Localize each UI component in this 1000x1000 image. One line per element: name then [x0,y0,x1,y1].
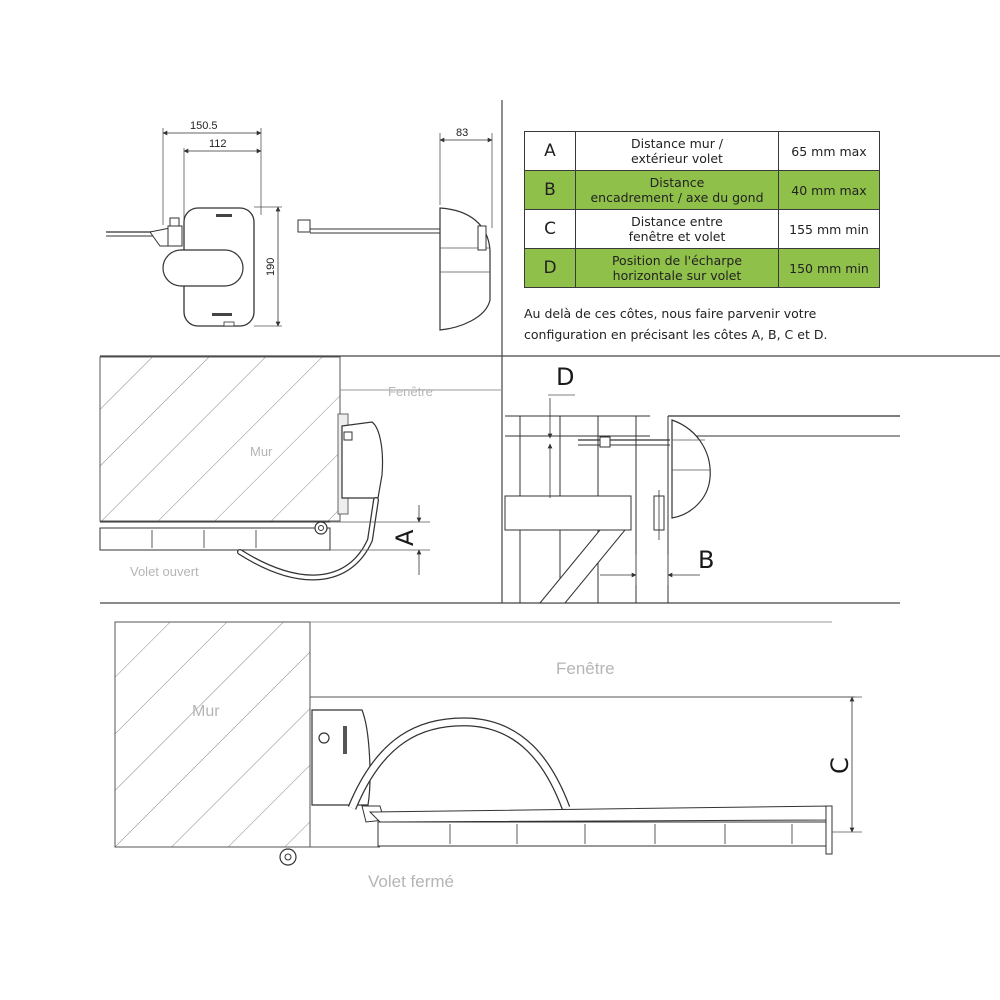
label-fenetre-bottom: Fenêtre [556,659,615,678]
table-row: A Distance mur /extérieur volet 65 mm ma… [524,131,880,171]
label-fenetre-top: Fenêtre [388,384,433,399]
label-mur-top: Mur [250,444,273,459]
front-view: 150.5 112 190 [106,120,282,327]
row-value: 150 mm min [778,248,880,288]
row-desc-line2: extérieur volet [631,151,723,166]
row-desc-line1: Position de l'écharpe [611,253,743,268]
configuration-note: Au delà de ces côtes, nous faire parveni… [524,303,904,345]
note-line1: Au delà de ces côtes, nous faire parveni… [524,306,817,321]
row-letter: A [524,131,576,171]
dim-depth: 83 [456,127,468,139]
letter-a: A [391,529,419,546]
label-mur-bottom: Mur [192,703,220,720]
dim-width-inner: 112 [209,138,227,150]
note-line2: configuration en précisant les côtes A, … [524,327,828,342]
closed-shutter-view: Mur Fenêtre Volet fermé C [114,621,862,891]
row-desc-line1: Distance [649,175,705,190]
dim-height: 190 [265,258,277,276]
row-value: 65 mm max [778,131,880,171]
letter-b: B [698,546,714,574]
row-letter: C [524,209,576,249]
row-letter: B [524,170,576,210]
row-desc-line2: fenêtre et volet [628,229,726,244]
row-desc-line1: Distance entre [631,214,723,229]
hinge-view: D B [504,363,900,604]
label-volet-ouvert: Volet ouvert [130,564,199,579]
row-value: 40 mm max [778,170,880,210]
row-value: 155 mm min [778,209,880,249]
label-volet-ferme: Volet fermé [368,872,454,891]
open-shutter-view: Mur Fenêtre A Volet ouvert [99,356,502,581]
spec-table: A Distance mur /extérieur volet 65 mm ma… [524,131,880,288]
row-desc-line1: Distance mur / [630,136,724,151]
letter-d: D [556,363,574,391]
row-letter: D [524,248,576,288]
row-description: Distance mur /extérieur volet [575,131,779,171]
side-view: 83 [297,127,493,331]
letter-c: C [826,757,854,774]
row-desc-line2: horizontale sur volet [612,268,742,283]
row-desc-line2: encadrement / axe du gond [590,190,764,205]
dim-width-outer: 150.5 [190,120,218,132]
